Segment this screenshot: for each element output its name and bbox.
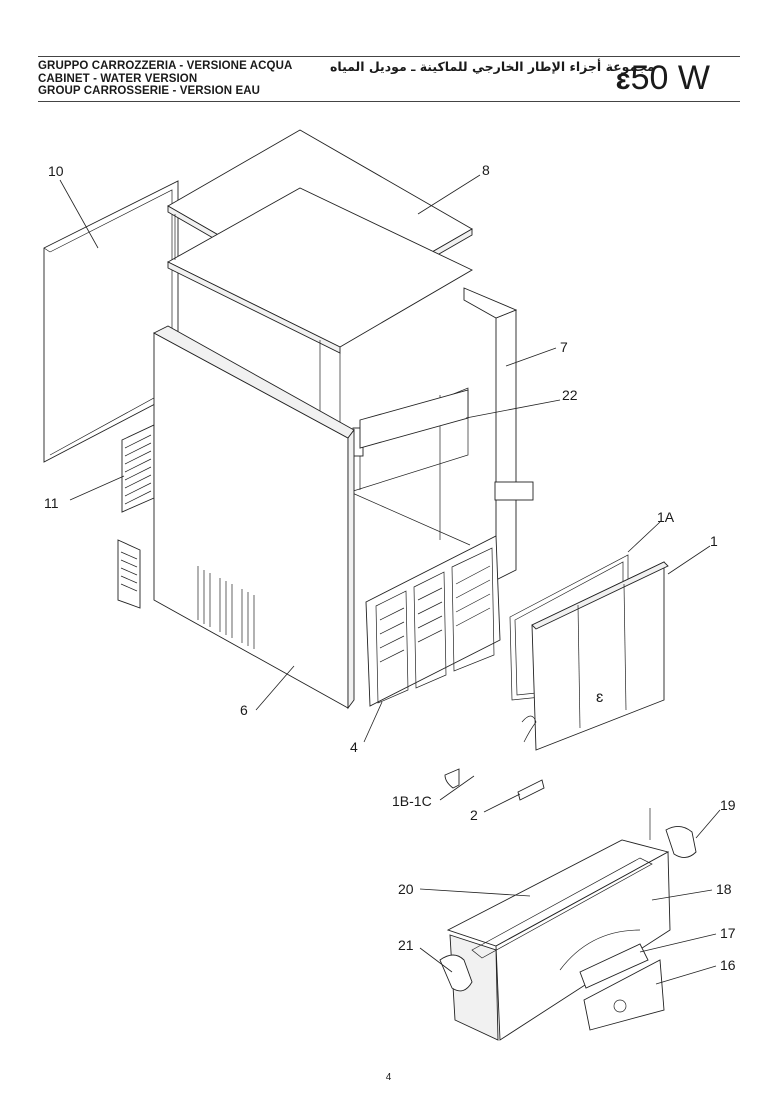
callout-6: 6 xyxy=(240,702,248,718)
part-4-front-grille xyxy=(365,535,501,707)
model-name: 50 W xyxy=(630,59,710,97)
part-1-front-door: ɛ xyxy=(521,561,669,751)
part-19-end-cap xyxy=(649,808,697,858)
title-italian: GRUPPO CARROZZERIA - VERSIONE ACQUA xyxy=(38,60,293,72)
callout-10: 10 xyxy=(48,163,64,179)
page-number: 4 xyxy=(385,1072,392,1083)
side-vent-grille xyxy=(117,539,141,609)
part-11-rear-grille xyxy=(121,424,155,513)
part-16-control-panel xyxy=(583,959,665,1031)
model-label: ɛ50 W xyxy=(616,59,710,99)
callout-4: 4 xyxy=(350,739,358,755)
part-8-top-cover xyxy=(167,129,473,420)
callout-11: 11 xyxy=(44,495,59,511)
cabinet-frame xyxy=(339,353,471,546)
part-17-control-frame xyxy=(579,943,649,989)
leader-lines xyxy=(59,174,721,985)
callout-20: 20 xyxy=(398,881,414,897)
callout-2: 2 xyxy=(470,807,478,823)
callout-19: 19 xyxy=(720,797,736,813)
svg-text:ɛ: ɛ xyxy=(596,689,603,706)
part-2-latch xyxy=(517,779,545,801)
callout-labels: 10 8 7 22 11 1A 1 6 4 1B-1C 2 19 20 18 2… xyxy=(44,162,736,973)
callout-8: 8 xyxy=(482,162,490,178)
callout-1: 1 xyxy=(710,533,718,549)
callout-1a: 1A xyxy=(657,509,675,525)
callout-7: 7 xyxy=(560,339,568,355)
title-arabic: مجموعة أجزاء الإطار الخارجي للماكينة ـ م… xyxy=(330,59,655,74)
page-header: GRUPPO CARROZZERIA - VERSIONE ACQUA CABI… xyxy=(38,56,740,102)
callout-16: 16 xyxy=(720,957,736,973)
callout-17: 17 xyxy=(720,925,736,941)
part-20-drip-strip xyxy=(471,857,653,959)
part-22-bracket xyxy=(359,389,469,449)
header-titles: GRUPPO CARROZZERIA - VERSIONE ACQUA CABI… xyxy=(38,60,292,98)
part-21-end-cap xyxy=(439,954,473,992)
brand-e-logo-icon: ɛ xyxy=(615,63,631,96)
callout-22: 22 xyxy=(562,387,578,403)
part-1b-1c-hinge xyxy=(444,768,460,789)
callout-1b-1c: 1B-1C xyxy=(392,793,432,809)
part-10-rear-panel xyxy=(43,180,179,463)
title-english: CABINET - WATER VERSION xyxy=(38,72,198,85)
part-6-side-panel xyxy=(153,325,355,710)
part-7-side-rail xyxy=(463,287,534,581)
callout-18: 18 xyxy=(716,881,732,897)
callout-21: 21 xyxy=(398,937,414,953)
title-french: GROUP CARROSSERIE - VERSION EAU xyxy=(38,85,261,97)
